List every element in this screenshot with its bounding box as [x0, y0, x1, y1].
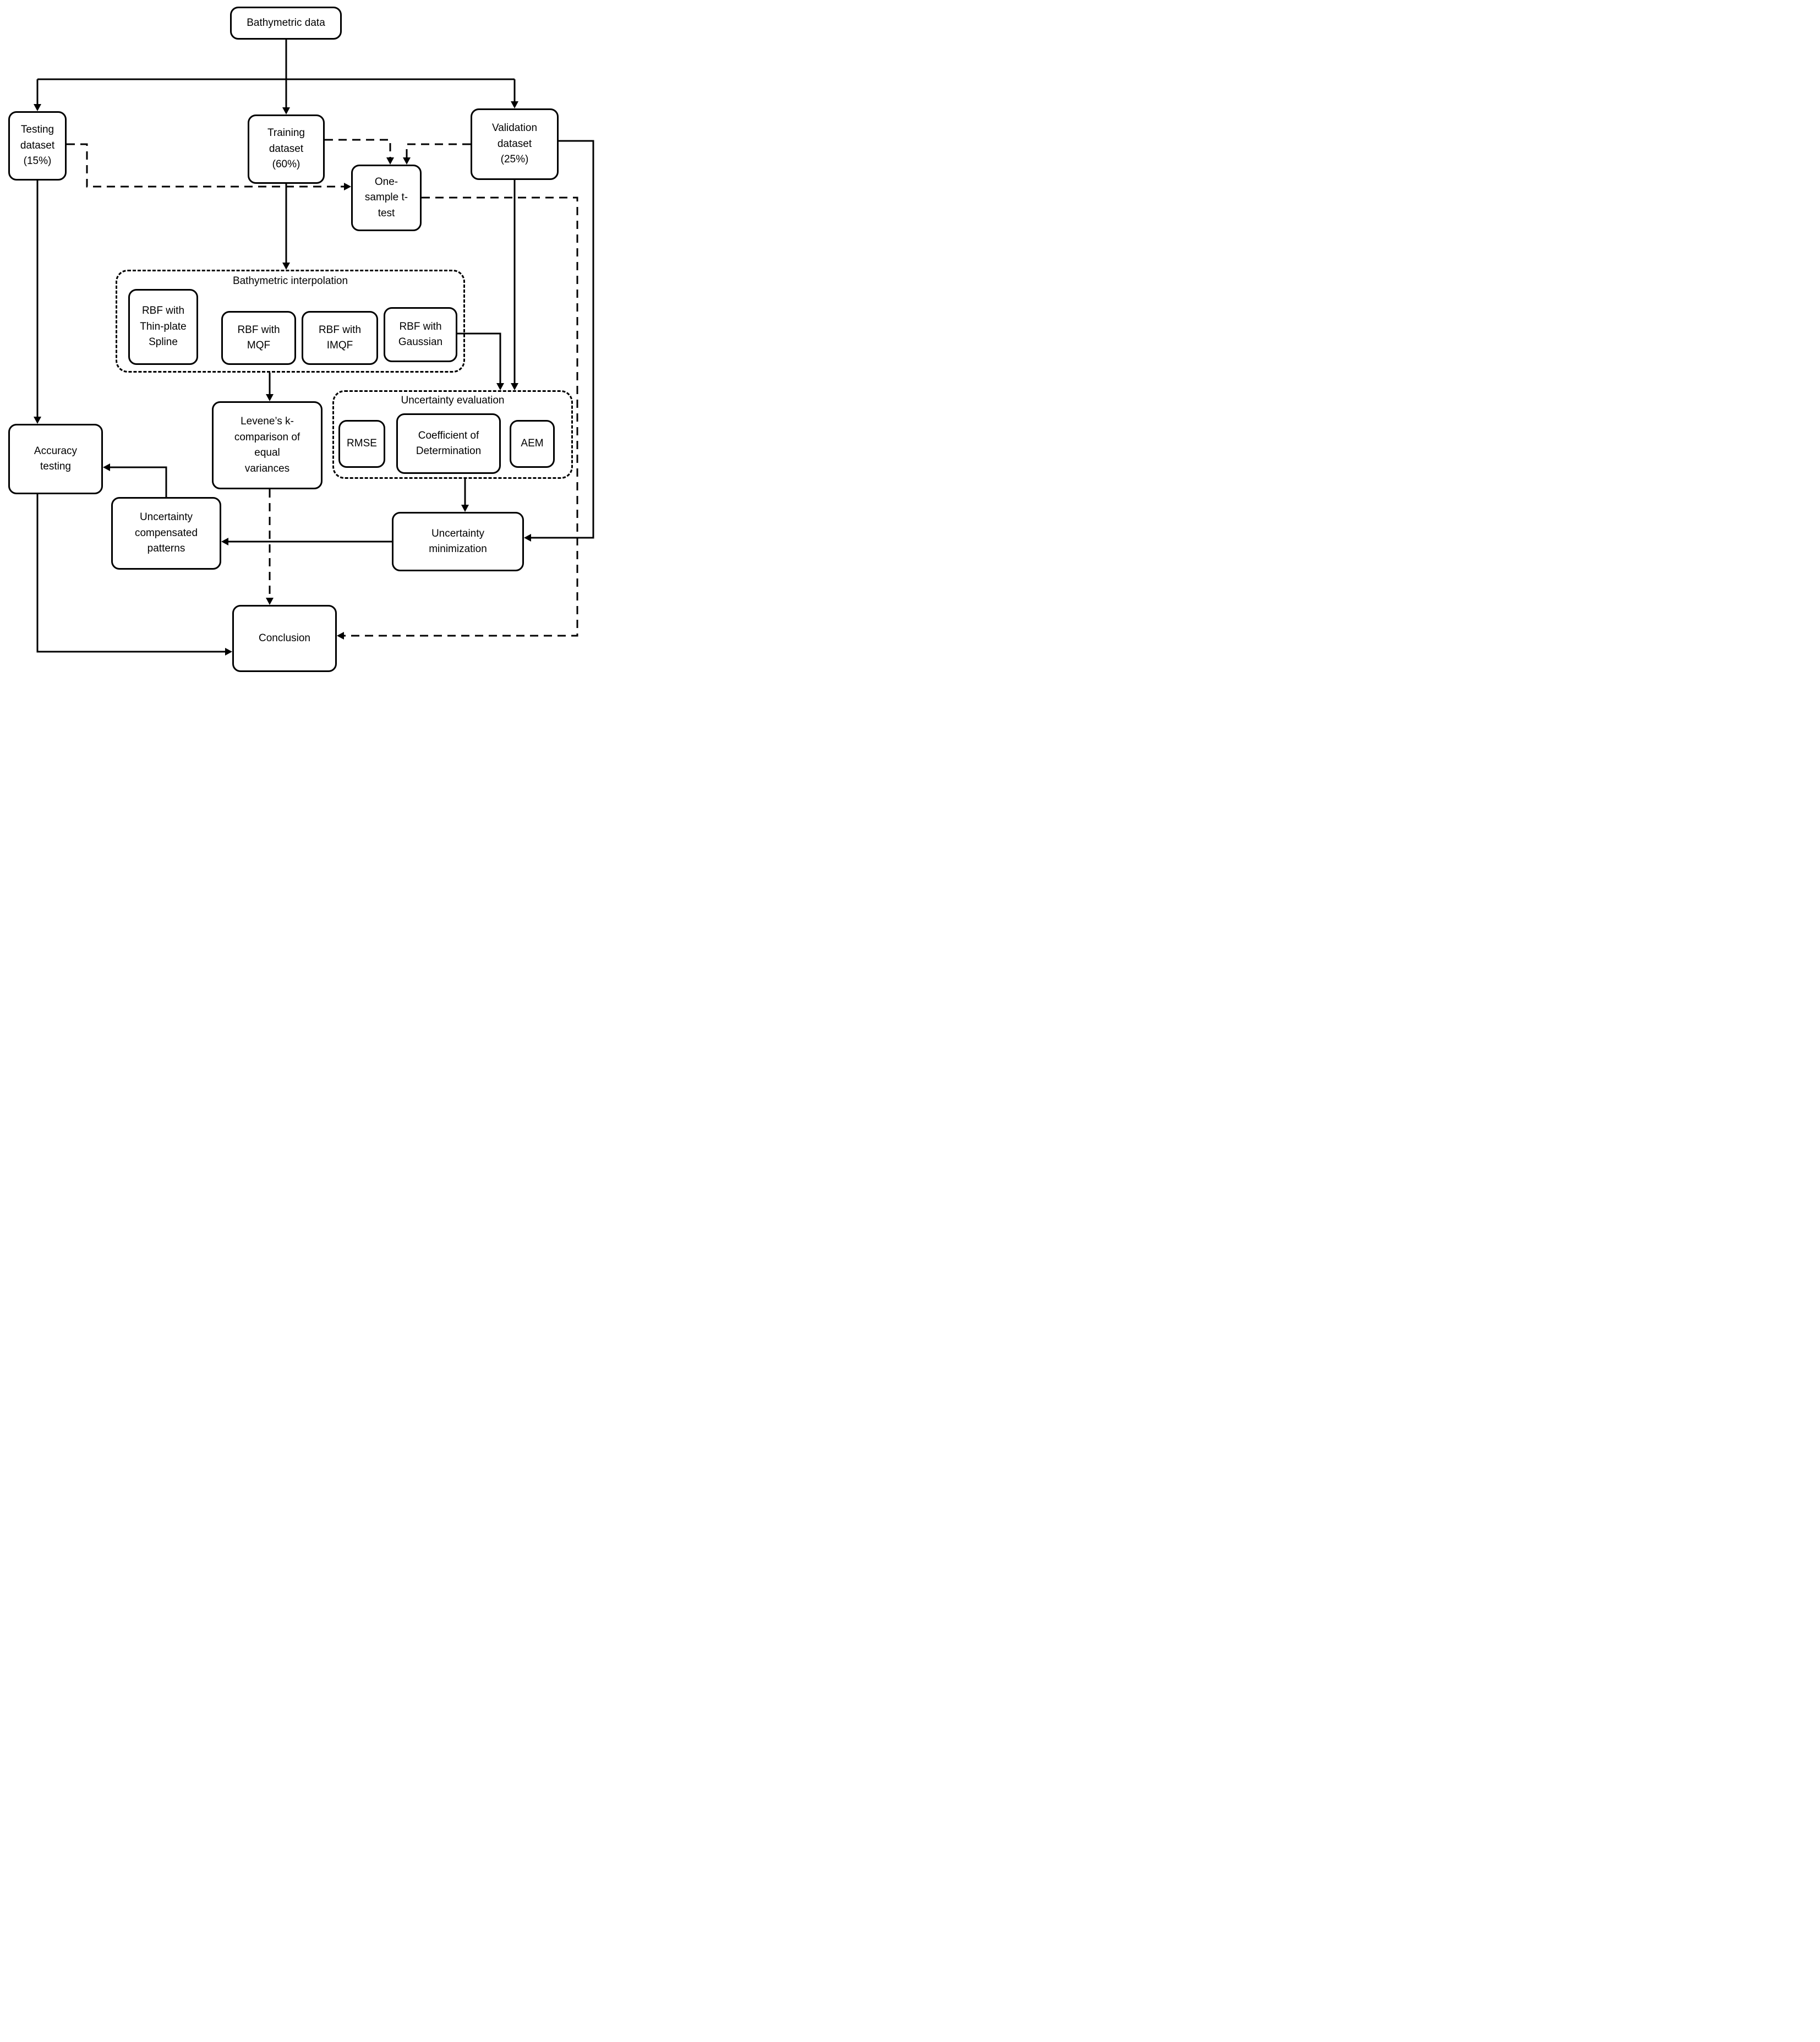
edge-interpolation-to-levene — [266, 373, 274, 401]
node-rbf-thin-plate-spline: RBF with Thin-plate Spline — [128, 289, 198, 365]
node-rbf-mqf: RBF with MQF — [221, 311, 296, 365]
node-training-dataset: Training dataset (60%) — [248, 114, 325, 184]
node-validation-dataset: Validation dataset (25%) — [471, 108, 559, 180]
edge-split-to-testing — [34, 79, 41, 111]
edge-bathymetric-to-training — [282, 40, 290, 114]
node-rbf-gaussian: RBF with Gaussian — [384, 307, 457, 362]
edge-training-to-interpolation — [282, 184, 290, 270]
edge-validation-to-uncertainty-minimization — [524, 140, 594, 542]
node-accuracy-testing: Accuracy testing — [8, 424, 103, 494]
node-conclusion: Conclusion — [232, 605, 337, 672]
node-aem: AEM — [510, 420, 555, 468]
edge-minimization-to-compensated-patterns — [221, 538, 392, 545]
node-uncertainty-compensated-patterns: Uncertainty compensated patterns — [111, 497, 221, 570]
edge-validation-to-ttest-dashed — [403, 143, 471, 165]
node-rmse: RMSE — [338, 420, 385, 468]
node-bathymetric-data: Bathymetric data — [230, 7, 342, 40]
node-coefficient-of-determination: Coefficient of Determination — [396, 413, 501, 474]
interpolation-group-title: Bathymetric interpolation — [232, 275, 348, 287]
edge-levene-to-conclusion-dashed — [266, 489, 274, 605]
node-uncertainty-minimization: Uncertainty minimization — [392, 512, 524, 571]
node-one-sample-t-test: One-sample t-test — [351, 165, 422, 231]
edge-validation-to-uncertainty-evaluation — [511, 180, 518, 390]
node-rbf-imqf: RBF with IMQF — [302, 311, 378, 365]
node-levene-k-comparison: Levene’s k-comparison of equal variances — [212, 401, 323, 489]
edge-compensated-patterns-to-accuracy — [103, 463, 167, 497]
flowchart-canvas: Bathymetric interpolation Uncertainty ev… — [0, 0, 606, 681]
edge-training-to-ttest-dashed — [325, 139, 394, 165]
edge-split-to-validation — [511, 79, 518, 108]
edge-testing-to-accuracy — [34, 181, 41, 424]
node-testing-dataset: Testing dataset (15%) — [8, 111, 67, 181]
uncertainty-evaluation-group-title: Uncertainty evaluation — [401, 395, 505, 406]
edge-uncertainty-evaluation-to-minimization — [461, 479, 469, 512]
